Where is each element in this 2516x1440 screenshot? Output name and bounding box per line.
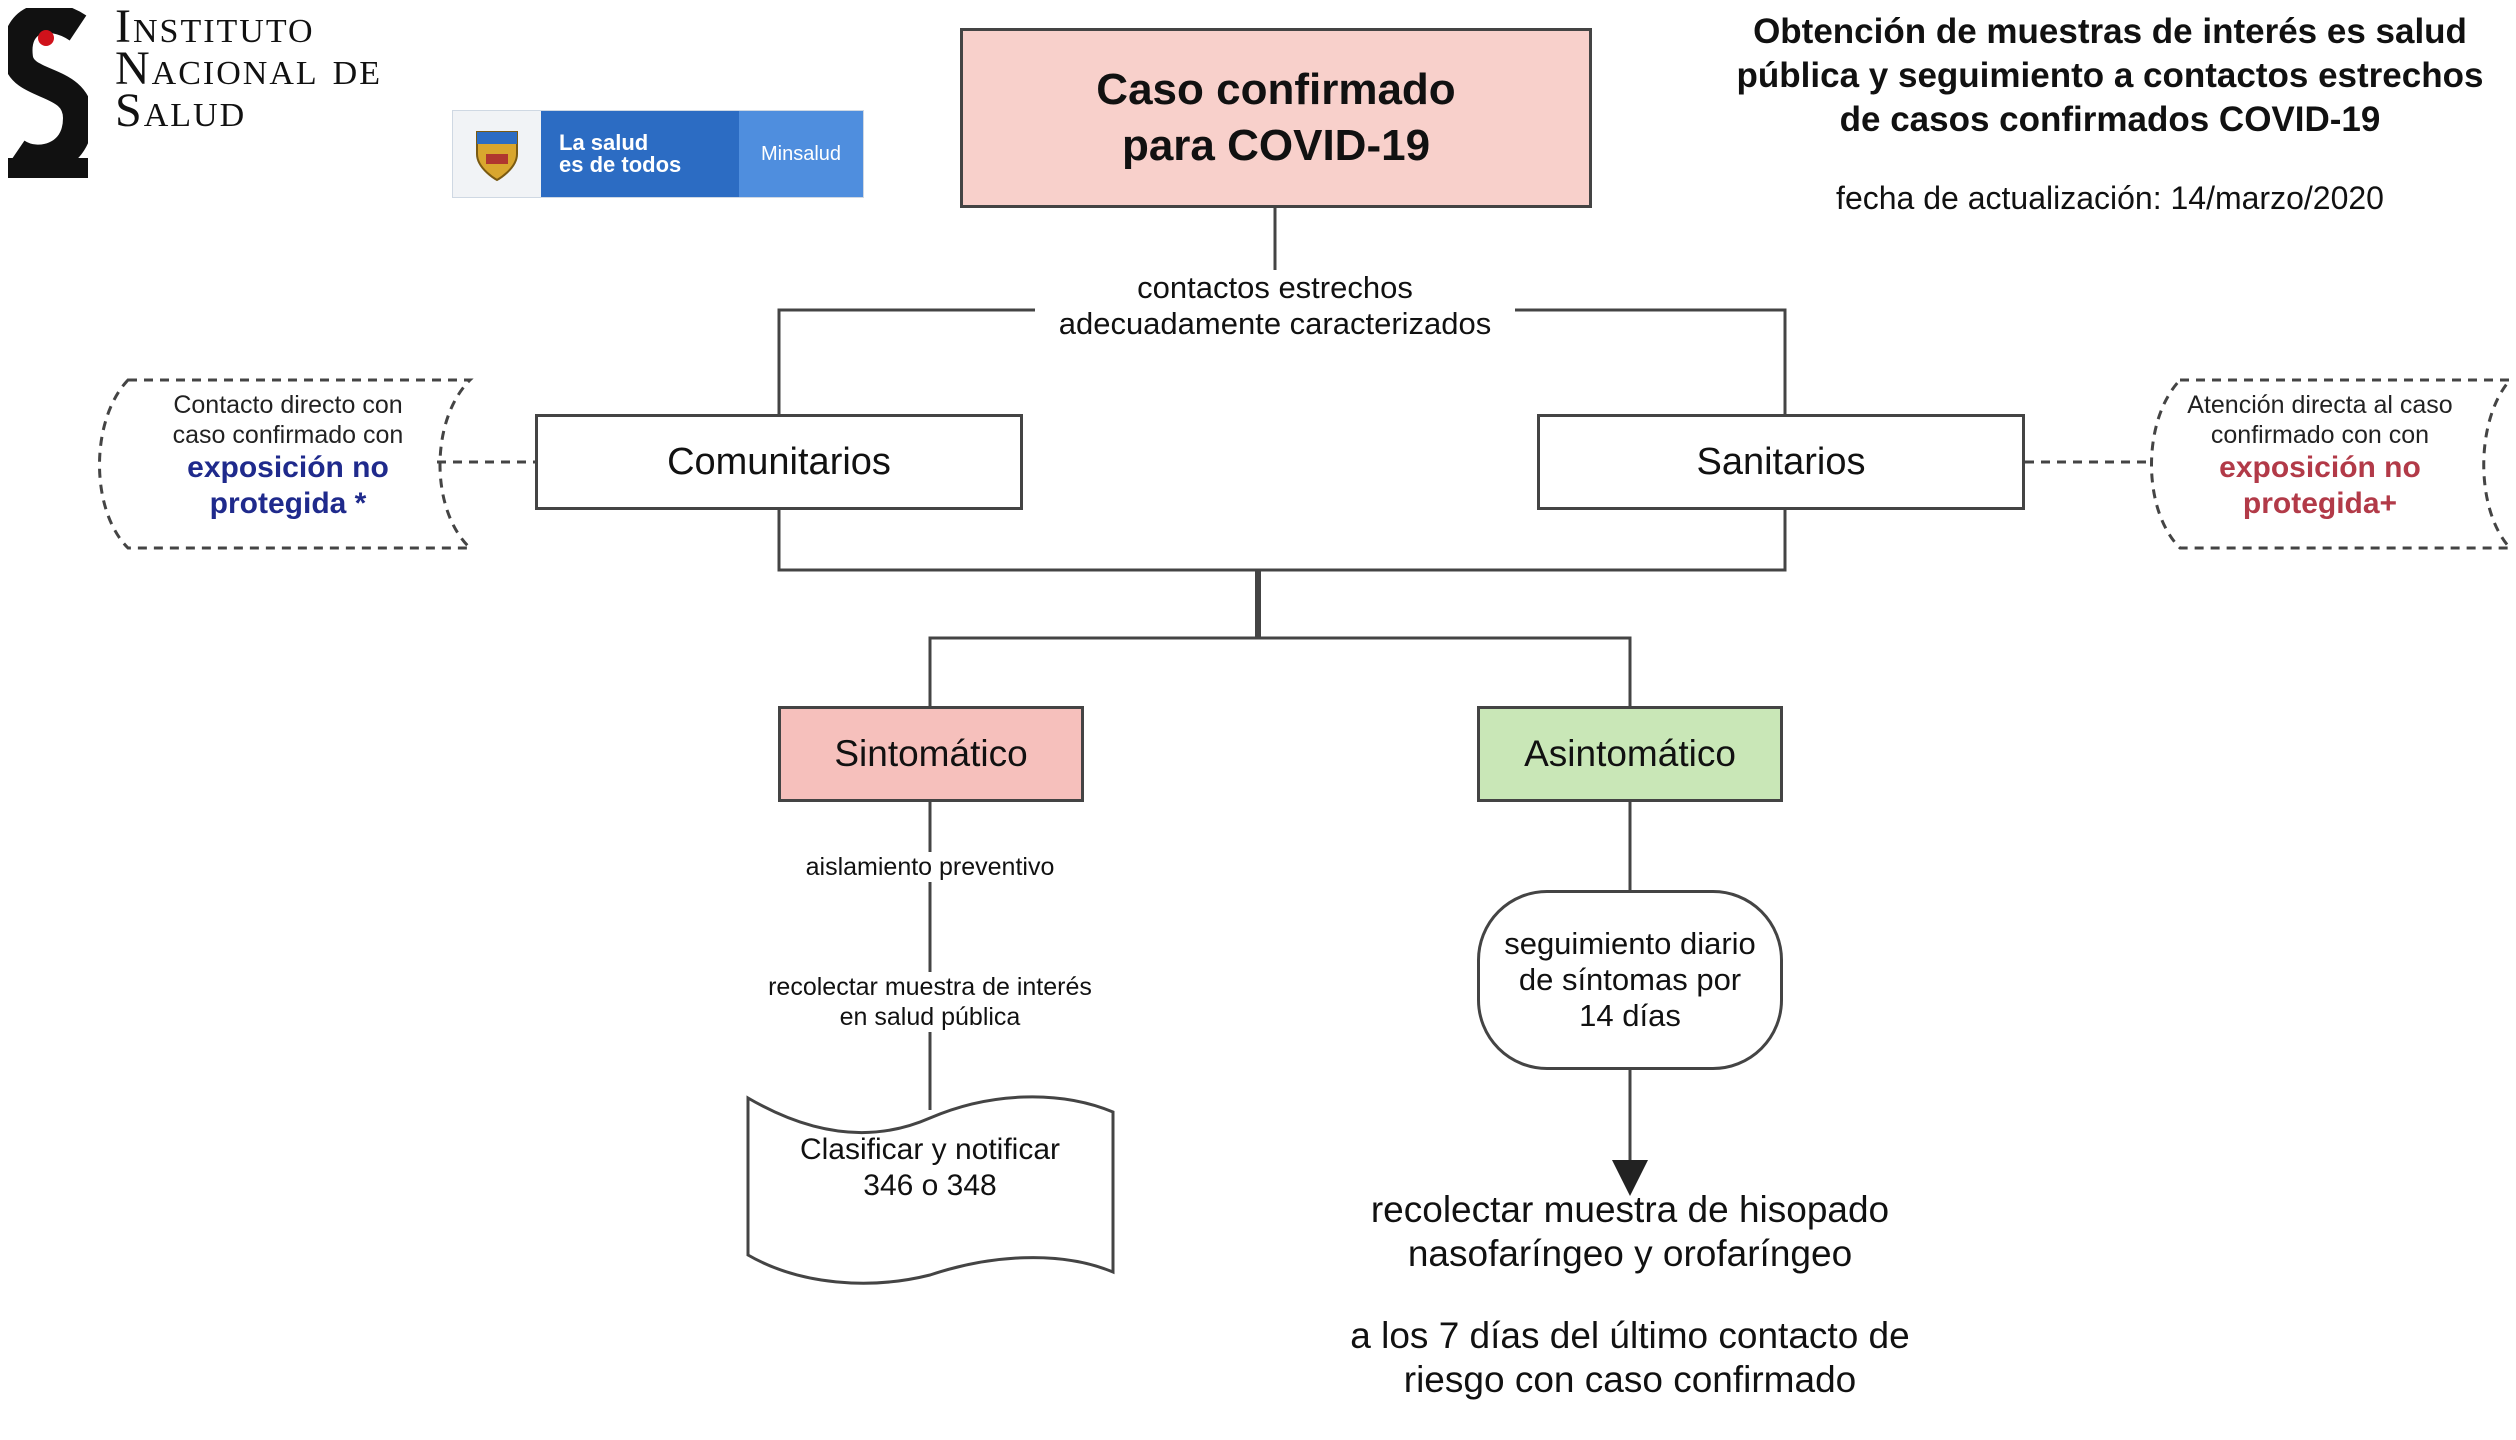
title-line: pública y seguimiento a contactos estrec…: [1736, 56, 2484, 95]
document-title: Obtención de muestras de interés es salu…: [1700, 10, 2516, 142]
confirmed-case-box: Caso confirmado para COVID-19: [960, 28, 1592, 208]
recolectar-label-line: recolectar muestra de interés: [768, 973, 1092, 1001]
contacts-label-line: adecuadamente caracterizados: [1058, 306, 1492, 341]
sintomatico-box: Sintomático: [778, 706, 1084, 802]
title-line: de casos confirmados COVID-19: [1839, 100, 2381, 139]
confirmed-case-line: Caso confirmado: [1096, 65, 1456, 114]
note-left-outline: [98, 378, 474, 550]
note-left-line: Contacto directo con: [173, 391, 403, 419]
note-right-outline: [2150, 378, 2514, 550]
institute-name: Instituto Nacional de Salud: [115, 0, 382, 137]
minsalud-logo: La salud es de todos Minsalud: [452, 110, 864, 198]
recolectar-label: recolectar muestra de interés en salud p…: [730, 972, 1130, 1032]
aislamiento-label: aislamiento preventivo: [760, 852, 1100, 882]
seguimiento-line: 14 días: [1579, 998, 1681, 1033]
clasificar-line: Clasificar y notificar: [799, 1133, 1061, 1166]
timing-line: a los 7 días del último contacto de: [1350, 1315, 1910, 1356]
confirmed-case-line: para COVID-19: [1121, 121, 1431, 170]
comunitarios-box: Comunitarios: [535, 414, 1023, 510]
minsalud-brand: Minsalud: [739, 111, 863, 197]
note-left: Contacto directo con caso confirmado con…: [128, 390, 448, 522]
note-right-line: Atención directa al caso: [2187, 391, 2453, 419]
note-right-highlight: exposición no: [2219, 451, 2421, 484]
document-shape: [746, 1095, 1115, 1285]
sanitarios-box: Sanitarios: [1537, 414, 2025, 510]
hisopado-paragraph: recolectar muestra de hisopado nasofarín…: [1300, 1188, 1960, 1276]
update-date: fecha de actualización: 14/marzo/2020: [1836, 180, 2384, 216]
note-left-highlight: protegida *: [209, 487, 367, 520]
title-line: Obtención de muestras de interés es salu…: [1753, 12, 2467, 51]
contacts-label: contactos estrechos adecuadamente caract…: [1035, 270, 1515, 342]
connector-branch: [928, 636, 1632, 706]
institute-name-line: Nacional de: [115, 42, 382, 95]
note-left-highlight: exposición no: [187, 451, 389, 484]
clasificar-line: 346 o 348: [863, 1169, 997, 1202]
hisopado-line: recolectar muestra de hisopado: [1370, 1189, 1890, 1230]
seguimiento-box: seguimiento diario de síntomas por 14 dí…: [1477, 890, 1783, 1070]
slogan-line: es de todos: [559, 152, 682, 177]
note-right-highlight: protegida+: [2242, 487, 2398, 520]
seguimiento-line: seguimiento diario: [1504, 926, 1756, 961]
note-right: Atención directa al caso confirmado con …: [2160, 390, 2480, 522]
colombia-coat-of-arms-icon: [453, 111, 541, 197]
recolectar-label-line: en salud pública: [839, 1003, 1021, 1031]
institute-name-line: Instituto: [115, 0, 315, 53]
seguimiento-line: de síntomas por: [1518, 962, 1742, 997]
clasificar-notificar-text: Clasificar y notificar 346 o 348: [760, 1132, 1100, 1204]
slogan-line: La salud: [559, 130, 649, 155]
connector-bottom-bracket: [777, 510, 1787, 572]
contacts-label-line: contactos estrechos: [1137, 270, 1413, 305]
timing-line: riesgo con caso confirmado: [1403, 1359, 1857, 1400]
timing-paragraph: a los 7 días del último contacto de ries…: [1300, 1314, 1960, 1402]
asintomatico-box: Asintomático: [1477, 706, 1783, 802]
note-left-line: caso confirmado con: [172, 421, 404, 449]
note-right-line: confirmado con con: [2210, 421, 2430, 449]
hisopado-line: nasofaríngeo y orofaríngeo: [1407, 1233, 1853, 1274]
institute-name-line: Salud: [115, 84, 247, 137]
instituto-nacional-de-salud-logo: [8, 8, 88, 178]
hisopado-instructions: recolectar muestra de hisopado nasofarín…: [1300, 1188, 1960, 1440]
minsalud-slogan: La salud es de todos: [541, 111, 739, 197]
